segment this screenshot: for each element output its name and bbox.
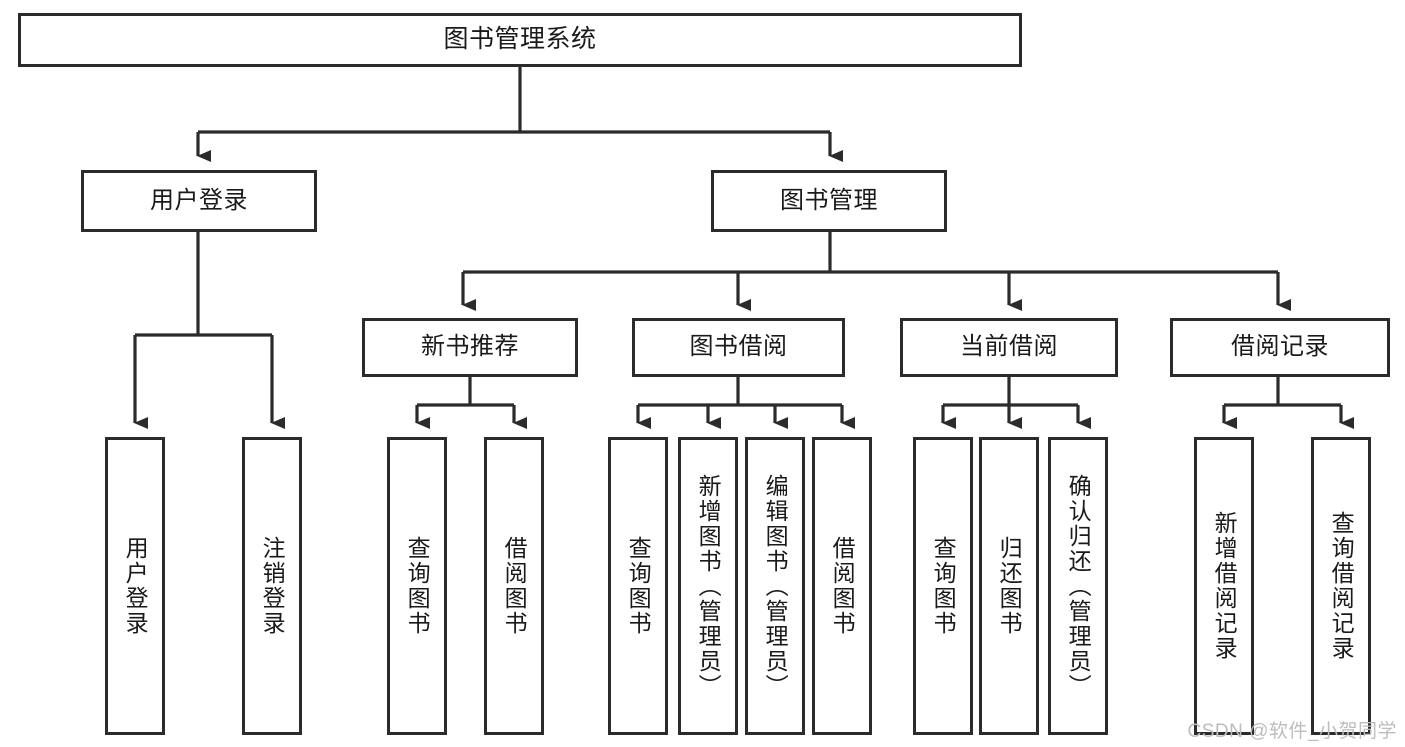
node-book-management[interactable]: 图书管理 (711, 170, 947, 232)
node-label: 查询借阅记录 (1328, 511, 1355, 661)
leaf-query-borrow-record[interactable]: 查询借阅记录 (1311, 437, 1371, 735)
leaf-logout[interactable]: 注销登录 (242, 437, 302, 735)
leaf-add-borrow-record[interactable]: 新增借阅记录 (1194, 437, 1254, 735)
leaf-return-book[interactable]: 归还图书 (979, 437, 1039, 735)
leaf-query-book-current[interactable]: 查询图书 (913, 437, 973, 735)
leaf-confirm-return-admin[interactable]: 确认归还（管理员） (1048, 437, 1108, 735)
leaf-edit-book-admin[interactable]: 编辑图书（管理员） (745, 437, 805, 735)
node-label: 图书管理 (780, 186, 878, 214)
node-label: 新书推荐 (421, 333, 519, 361)
node-label: 图书管理系统 (443, 25, 597, 54)
node-label: 新增借阅记录 (1211, 511, 1238, 661)
node-label: 新增图书（管理员） (695, 473, 722, 699)
leaf-add-book-admin[interactable]: 新增图书（管理员） (678, 437, 738, 735)
node-root-book-management-system[interactable]: 图书管理系统 (18, 13, 1022, 67)
node-label: 查询图书 (404, 536, 431, 636)
node-label: 查询图书 (625, 536, 652, 636)
leaf-user-login[interactable]: 用户登录 (105, 437, 165, 735)
node-label: 借阅图书 (829, 536, 856, 636)
node-label: 当前借阅 (960, 333, 1058, 361)
watermark-text: CSDN @软件_小贺同学 (1187, 721, 1397, 742)
leaf-query-book-borrow[interactable]: 查询图书 (608, 437, 668, 735)
leaf-query-book-recommend[interactable]: 查询图书 (387, 437, 447, 735)
node-borrow-record[interactable]: 借阅记录 (1170, 318, 1390, 377)
leaf-borrow-book[interactable]: 借阅图书 (812, 437, 872, 735)
node-book-borrow[interactable]: 图书借阅 (632, 318, 845, 377)
node-label: 注销登录 (259, 536, 286, 636)
node-label: 用户登录 (150, 186, 248, 214)
node-label: 借阅图书 (501, 536, 528, 636)
node-current-borrow[interactable]: 当前借阅 (900, 318, 1118, 377)
node-label: 查询图书 (930, 536, 957, 636)
node-user-login[interactable]: 用户登录 (81, 170, 317, 232)
node-label: 编辑图书（管理员） (762, 473, 789, 699)
node-label: 借阅记录 (1231, 333, 1329, 361)
node-label: 用户登录 (122, 536, 149, 636)
node-label: 确认归还（管理员） (1065, 473, 1092, 699)
node-label: 图书借阅 (689, 333, 788, 361)
node-new-book-recommend[interactable]: 新书推荐 (362, 318, 578, 377)
node-label: 归还图书 (996, 536, 1023, 636)
leaf-borrow-book-recommend[interactable]: 借阅图书 (484, 437, 544, 735)
